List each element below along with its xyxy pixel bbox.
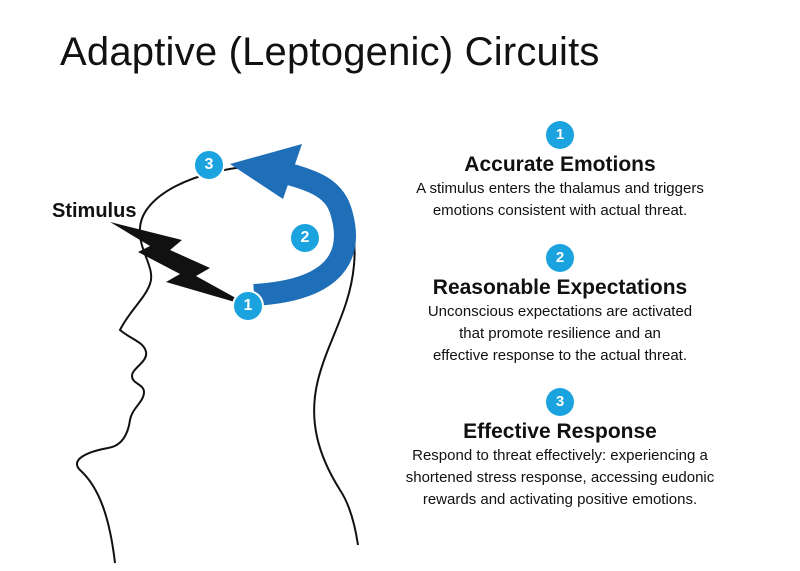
step-2-line: effective response to the actual threat. xyxy=(432,347,688,364)
step-3-heading: Effective Response xyxy=(463,420,657,443)
step-badge-1: 1 xyxy=(232,290,264,322)
step-3-line: Respond to threat effectively: experienc… xyxy=(412,447,708,464)
step-3-number: 3 xyxy=(546,388,574,416)
step-badge-2: 2 xyxy=(289,222,321,254)
step-3-description: Respond to threat effectively: experienc… xyxy=(360,445,760,511)
step-1-heading: Accurate Emotions xyxy=(464,153,656,176)
page-title: Adaptive (Leptogenic) Circuits xyxy=(60,30,600,74)
step-3: 3 Effective Response Respond to threat e… xyxy=(360,388,760,511)
head-outline xyxy=(76,164,359,564)
step-2-line: Unconscious expectations are activated xyxy=(427,303,693,320)
step-2-description: Unconscious expectations are activated t… xyxy=(360,301,760,367)
step-1-description: A stimulus enters the thalamus and trigg… xyxy=(360,178,760,222)
step-badge-3: 3 xyxy=(193,149,225,181)
step-3-line: shortened stress response, accessing eud… xyxy=(405,469,715,486)
arrow-head xyxy=(230,144,302,199)
step-2-number: 2 xyxy=(546,244,574,272)
step-3-line: rewards and activating positive emotions… xyxy=(422,491,698,508)
step-2-heading: Reasonable Expectations xyxy=(432,276,688,299)
step-1-line: A stimulus enters the thalamus and trigg… xyxy=(416,180,704,197)
step-1: 1 Accurate Emotions A stimulus enters th… xyxy=(360,121,760,222)
step-2-line: that promote resilience and an xyxy=(459,325,661,342)
step-1-number: 1 xyxy=(546,121,574,149)
step-1-line: emotions consistent with actual threat. xyxy=(432,202,688,219)
stimulus-label: Stimulus xyxy=(52,200,137,222)
step-2: 2 Reasonable Expectations Unconscious ex… xyxy=(360,244,760,367)
lightning-bolt-icon xyxy=(110,222,252,307)
curved-arrow xyxy=(253,159,356,306)
